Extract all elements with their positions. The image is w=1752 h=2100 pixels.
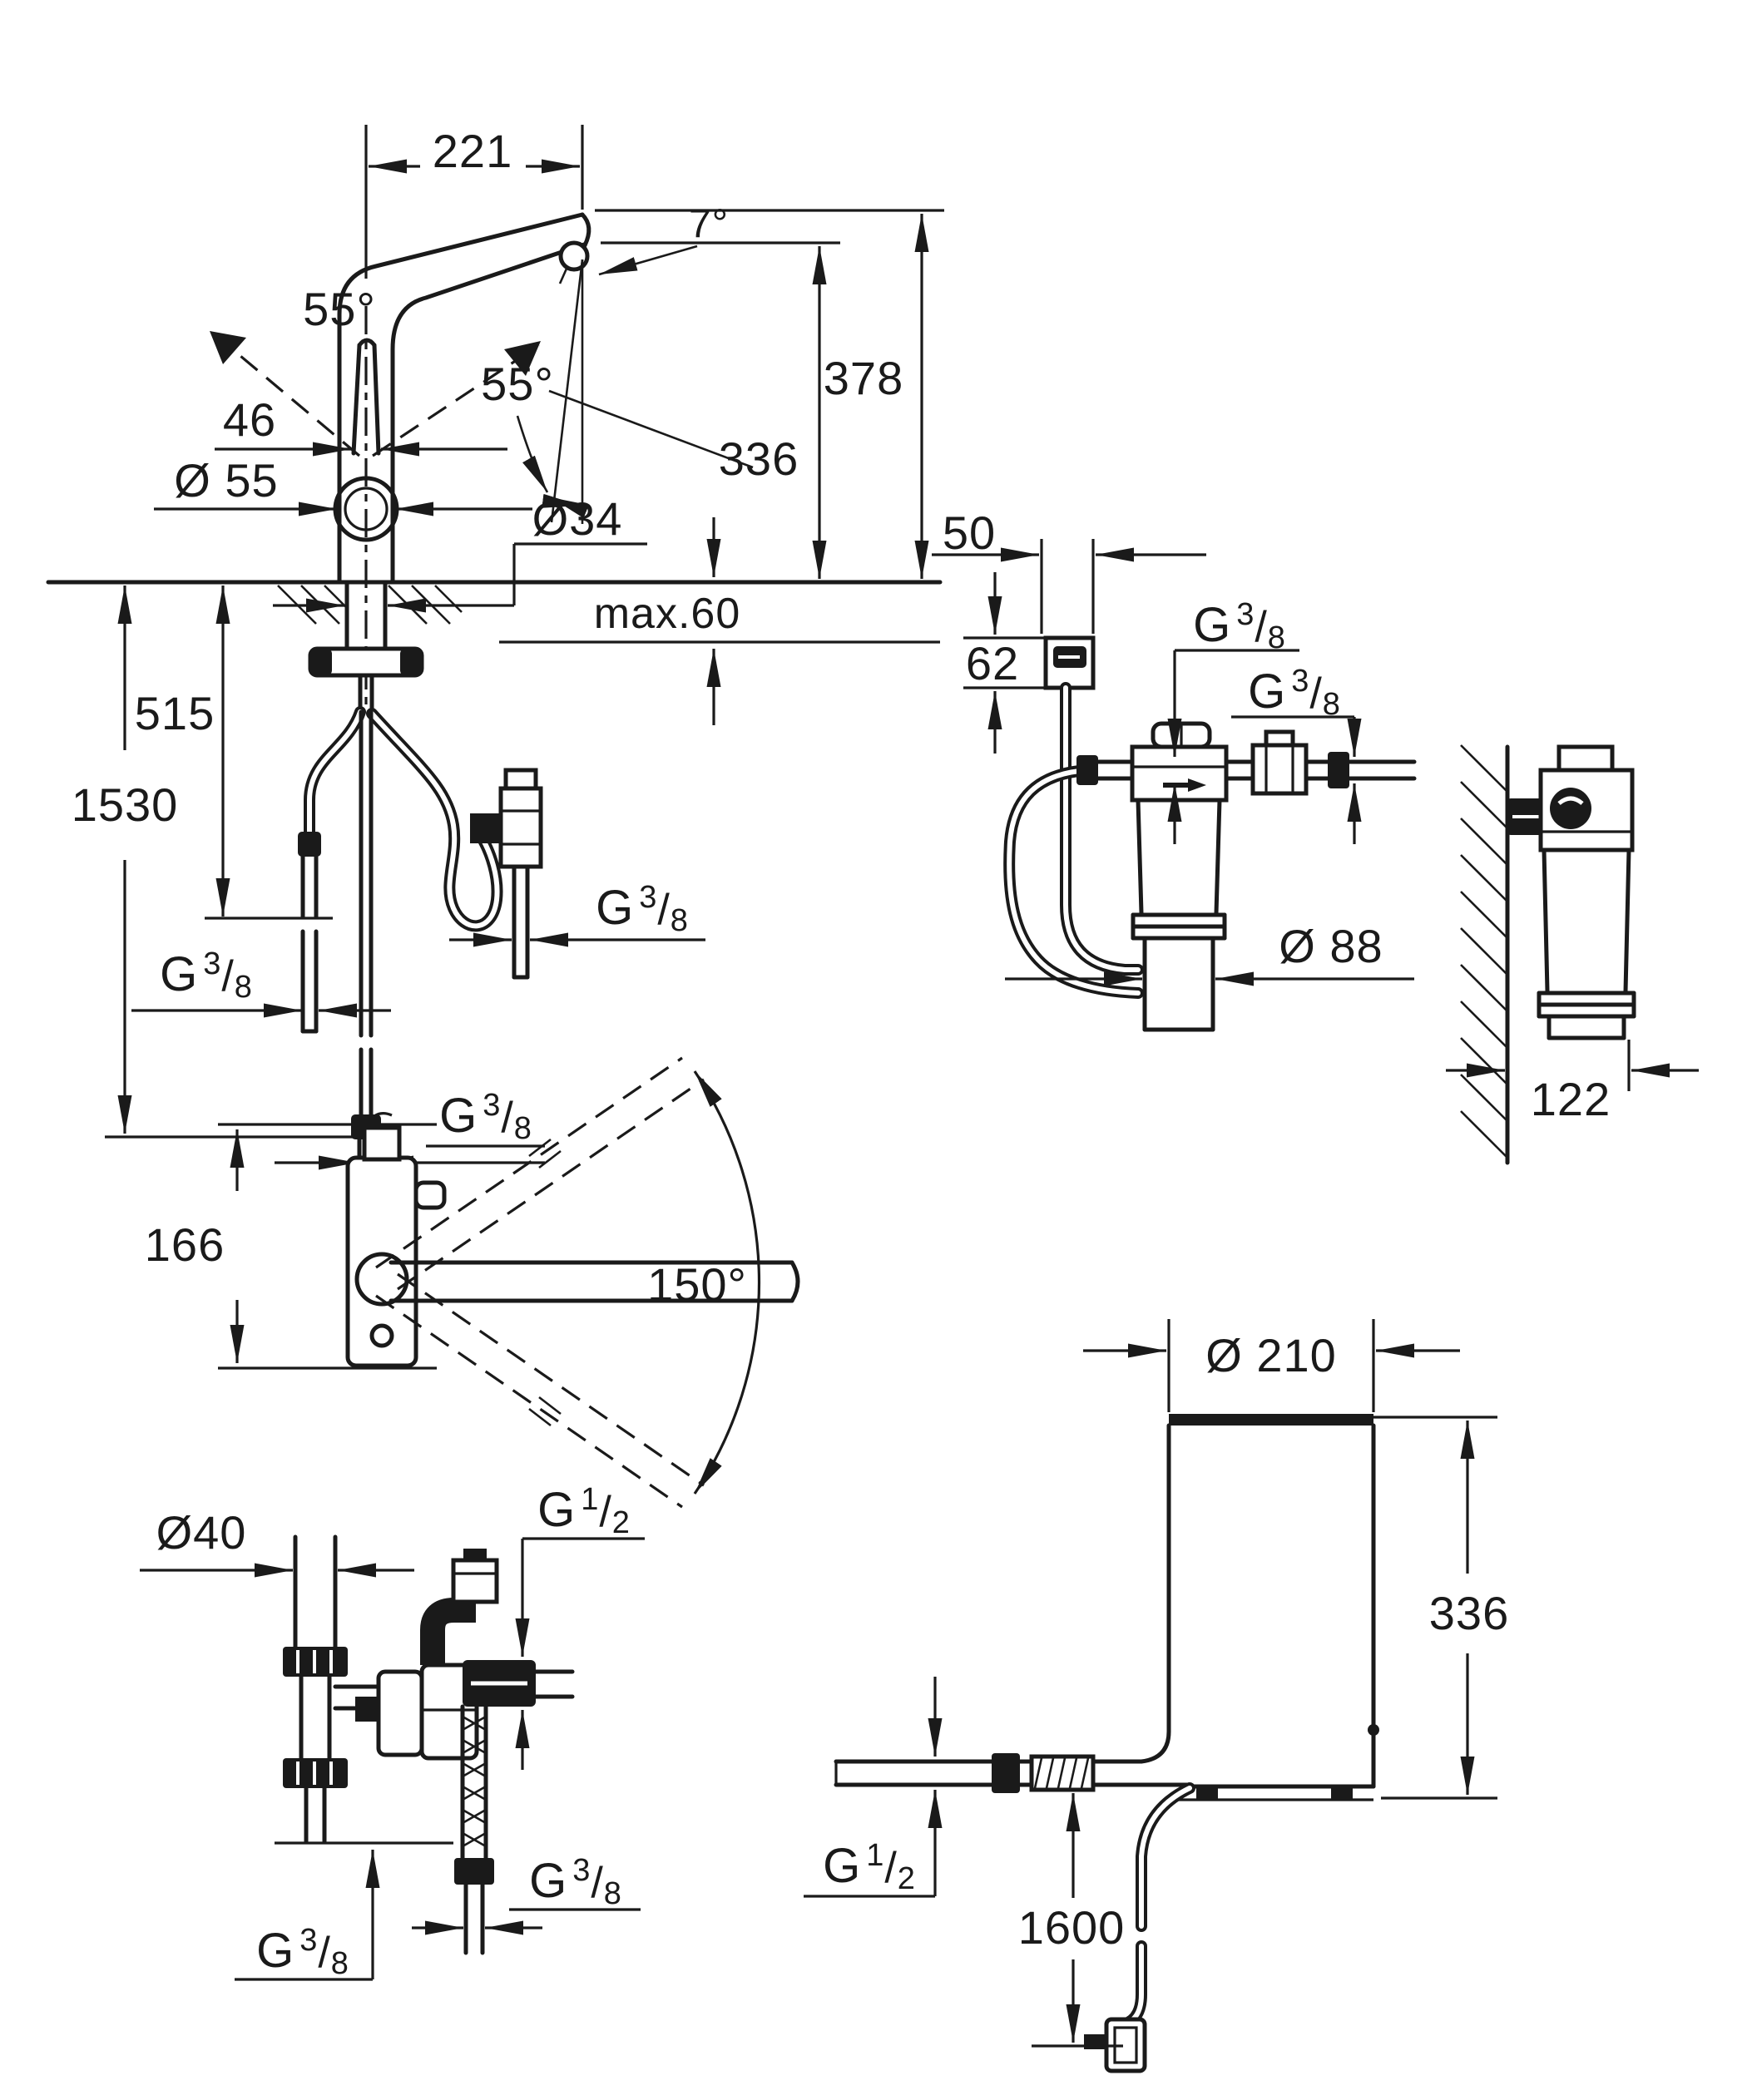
dim-lever-angle-right: 55° [481,358,554,410]
wall-hatch [1460,744,1508,1159]
dim-body-depth: 166 [144,1218,225,1271]
dim-outlet-height: 336 [718,432,799,485]
boiler-view [804,1319,1497,2073]
dim-hole-diameter: Ø34 [532,492,623,545]
dim-boiler-diameter: Ø 210 [1205,1329,1337,1381]
dim-counter-thickness: max.60 [593,590,741,638]
faucet-top-view [218,1056,800,1509]
dim-filter-box-height: 62 [965,637,1020,689]
dim-valve-pipe-diameter: Ø40 [156,1506,247,1559]
braid-pattern [462,1715,487,1848]
dim-hose-length-total: 1530 [71,778,179,831]
dim-spout-reach: 221 [432,125,513,177]
faucet-front-view [46,125,944,1183]
counter-hatch [277,585,463,625]
dim-lever-angle-left: 55° [303,283,376,335]
dim-swivel-range: 150° [647,1258,747,1311]
wall-filter-view [1446,744,1699,1165]
dim-cable-length: 1600 [1017,1901,1126,1954]
dim-boiler-height: 336 [1428,1587,1510,1639]
dim-hose-length-mid: 515 [134,687,215,739]
dim-body-diameter: Ø 55 [174,454,279,506]
dim-total-height: 378 [823,352,904,404]
connection-valve-view [140,1534,645,1981]
undersink-filter-view [932,539,1417,1032]
dim-wall-filter-depth: 122 [1530,1073,1611,1125]
dim-filter-box-width: 50 [942,506,997,559]
dim-lever-width: 46 [222,393,277,446]
dim-cartridge-diameter: Ø 88 [1279,920,1383,972]
dim-spout-angle: 7° [689,202,729,246]
